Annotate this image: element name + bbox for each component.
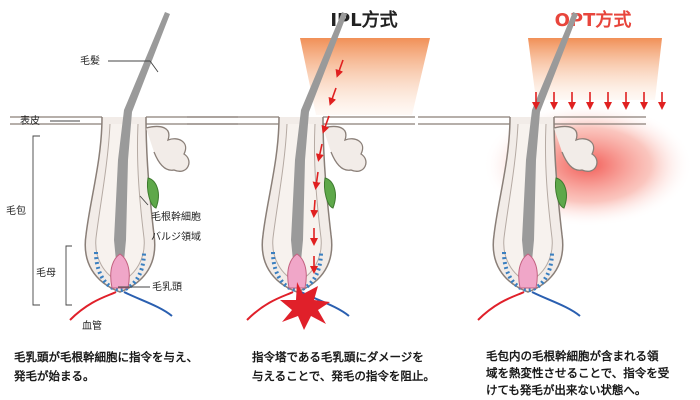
label-matrix: 毛母 — [36, 267, 56, 279]
ipl-damage-burst — [280, 282, 330, 330]
label-bulge: バルジ領域 — [151, 230, 201, 243]
label-epidermis: 表皮 — [20, 114, 40, 127]
label-papilla: 毛乳頭 — [152, 280, 182, 293]
label-vessel: 血管 — [82, 319, 102, 332]
label-leaders — [32, 60, 159, 306]
label-follicle: 毛包 — [6, 204, 26, 217]
label-hair: 毛髪 — [80, 55, 100, 67]
caption-left: 毛乳頭が毛根幹細胞に指令を与え、 発毛が始まる。 — [14, 350, 198, 383]
opt-heat-arrows — [532, 92, 666, 110]
caption-right: 毛包内の毛根幹細胞が含まれる領 域を熱変性させることで、指令を受 けても発毛が出… — [486, 349, 670, 397]
ipl-damage-arrows — [310, 59, 344, 274]
opt-title: OPT方式 — [555, 9, 632, 31]
label-stem-cells: 毛根幹細胞 — [151, 210, 201, 223]
caption-middle: 指令塔である毛乳頭にダメージを 与えることで、発毛の指令を阻止。 — [252, 350, 435, 383]
ipl-title: IPL方式 — [330, 9, 397, 31]
hair-follicle — [10, 12, 238, 321]
